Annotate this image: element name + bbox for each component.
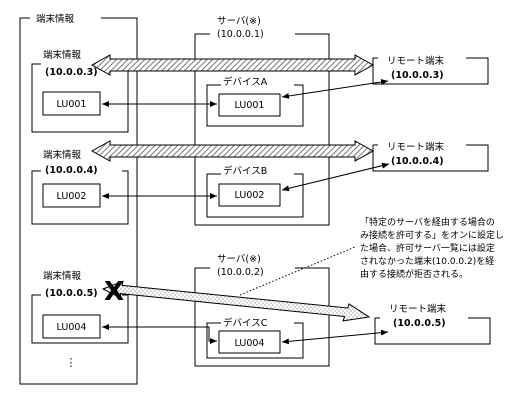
reject-x-icon: X [104, 277, 124, 307]
remote-address: (10.0.0.4) [391, 156, 444, 167]
lu-box [218, 330, 281, 354]
lu-label: LU002 [57, 191, 87, 202]
lu-box [42, 183, 101, 208]
remote-label: リモート端末 [387, 141, 445, 153]
terminal-group: 端末情報 [19, 13, 138, 385]
terminal-title: 端末情報 [43, 149, 82, 161]
lu-label: LU001 [57, 99, 87, 110]
lu-box [218, 93, 281, 117]
remote-address: (10.0.0.3) [391, 70, 444, 81]
server-2: サーバ(※) (10.0.0.2) デバイスC LU004 [194, 254, 330, 367]
more-terminals-marker: ⋮ [66, 356, 77, 369]
terminal-info-2: 端末情報 (10.0.0.4) LU002 [31, 149, 129, 225]
remote-address: (10.0.0.5) [393, 318, 446, 329]
remote-label: リモート端末 [387, 55, 445, 67]
permitted-connection-arrow-1 [90, 54, 375, 76]
lu-label: LU004 [235, 338, 265, 349]
annotation-text: 「特定のサーバを経由する場合の み接続を許可する」をオンに設定し た場合、許可サ… [360, 216, 504, 280]
terminal-address: (10.0.0.5) [45, 288, 98, 299]
remote-terminal-2: リモート端末 (10.0.0.4) [372, 141, 489, 172]
server-title: サーバ(※) [217, 16, 261, 27]
rejected-connection-arrow [101, 280, 371, 322]
device-label: デバイスA [223, 76, 268, 88]
annotation-line: み接続を許可する」をオンに設定し [360, 229, 504, 241]
terminal-title: 端末情報 [43, 49, 82, 61]
terminal-title: 端末情報 [43, 270, 82, 282]
remote-link [281, 79, 389, 99]
device-label: デバイスB [223, 165, 267, 177]
remote-link [281, 162, 390, 192]
remote-terminal-1: リモート端末 (10.0.0.3) [372, 55, 489, 85]
lu-box [42, 314, 101, 339]
terminal-group-title: 端末情報 [36, 13, 75, 25]
lu-label: LU001 [235, 100, 265, 111]
remote-label: リモート端末 [389, 303, 447, 315]
server-1: サーバ(※) (10.0.0.1) デバイスA LU001 デバイスB LU00… [194, 16, 330, 226]
device-label: デバイスC [223, 317, 268, 329]
server-address: (10.0.0.1) [217, 29, 264, 40]
lu-label: LU004 [57, 322, 87, 333]
server-title: サーバ(※) [217, 254, 261, 265]
annotation-line: た場合、許可サーバ一覧には設定 [360, 242, 495, 254]
lu-label: LU002 [235, 190, 265, 201]
lu-box [42, 91, 101, 116]
lu-link [102, 324, 217, 344]
terminal-info-1: 端末情報 (10.0.0.3) LU001 [31, 49, 129, 133]
lu-box [218, 183, 281, 207]
terminal-address: (10.0.0.4) [45, 165, 98, 176]
server-address: (10.0.0.2) [217, 267, 264, 278]
permitted-connection-arrow-2 [90, 140, 375, 162]
annotation-line: 「特定のサーバを経由する場合の [360, 216, 495, 228]
annotation-line: 由する接続が拒否される。 [360, 268, 468, 280]
terminal-address: (10.0.0.3) [45, 67, 98, 78]
remote-link [281, 329, 389, 345]
remote-terminal-3: リモート端末 (10.0.0.5) [374, 303, 491, 345]
annotation-line: されなかった端末(10.0.0.2)を経 [360, 255, 494, 267]
terminal-info-3: 端末情報 (10.0.0.5) LU004 [31, 270, 129, 344]
